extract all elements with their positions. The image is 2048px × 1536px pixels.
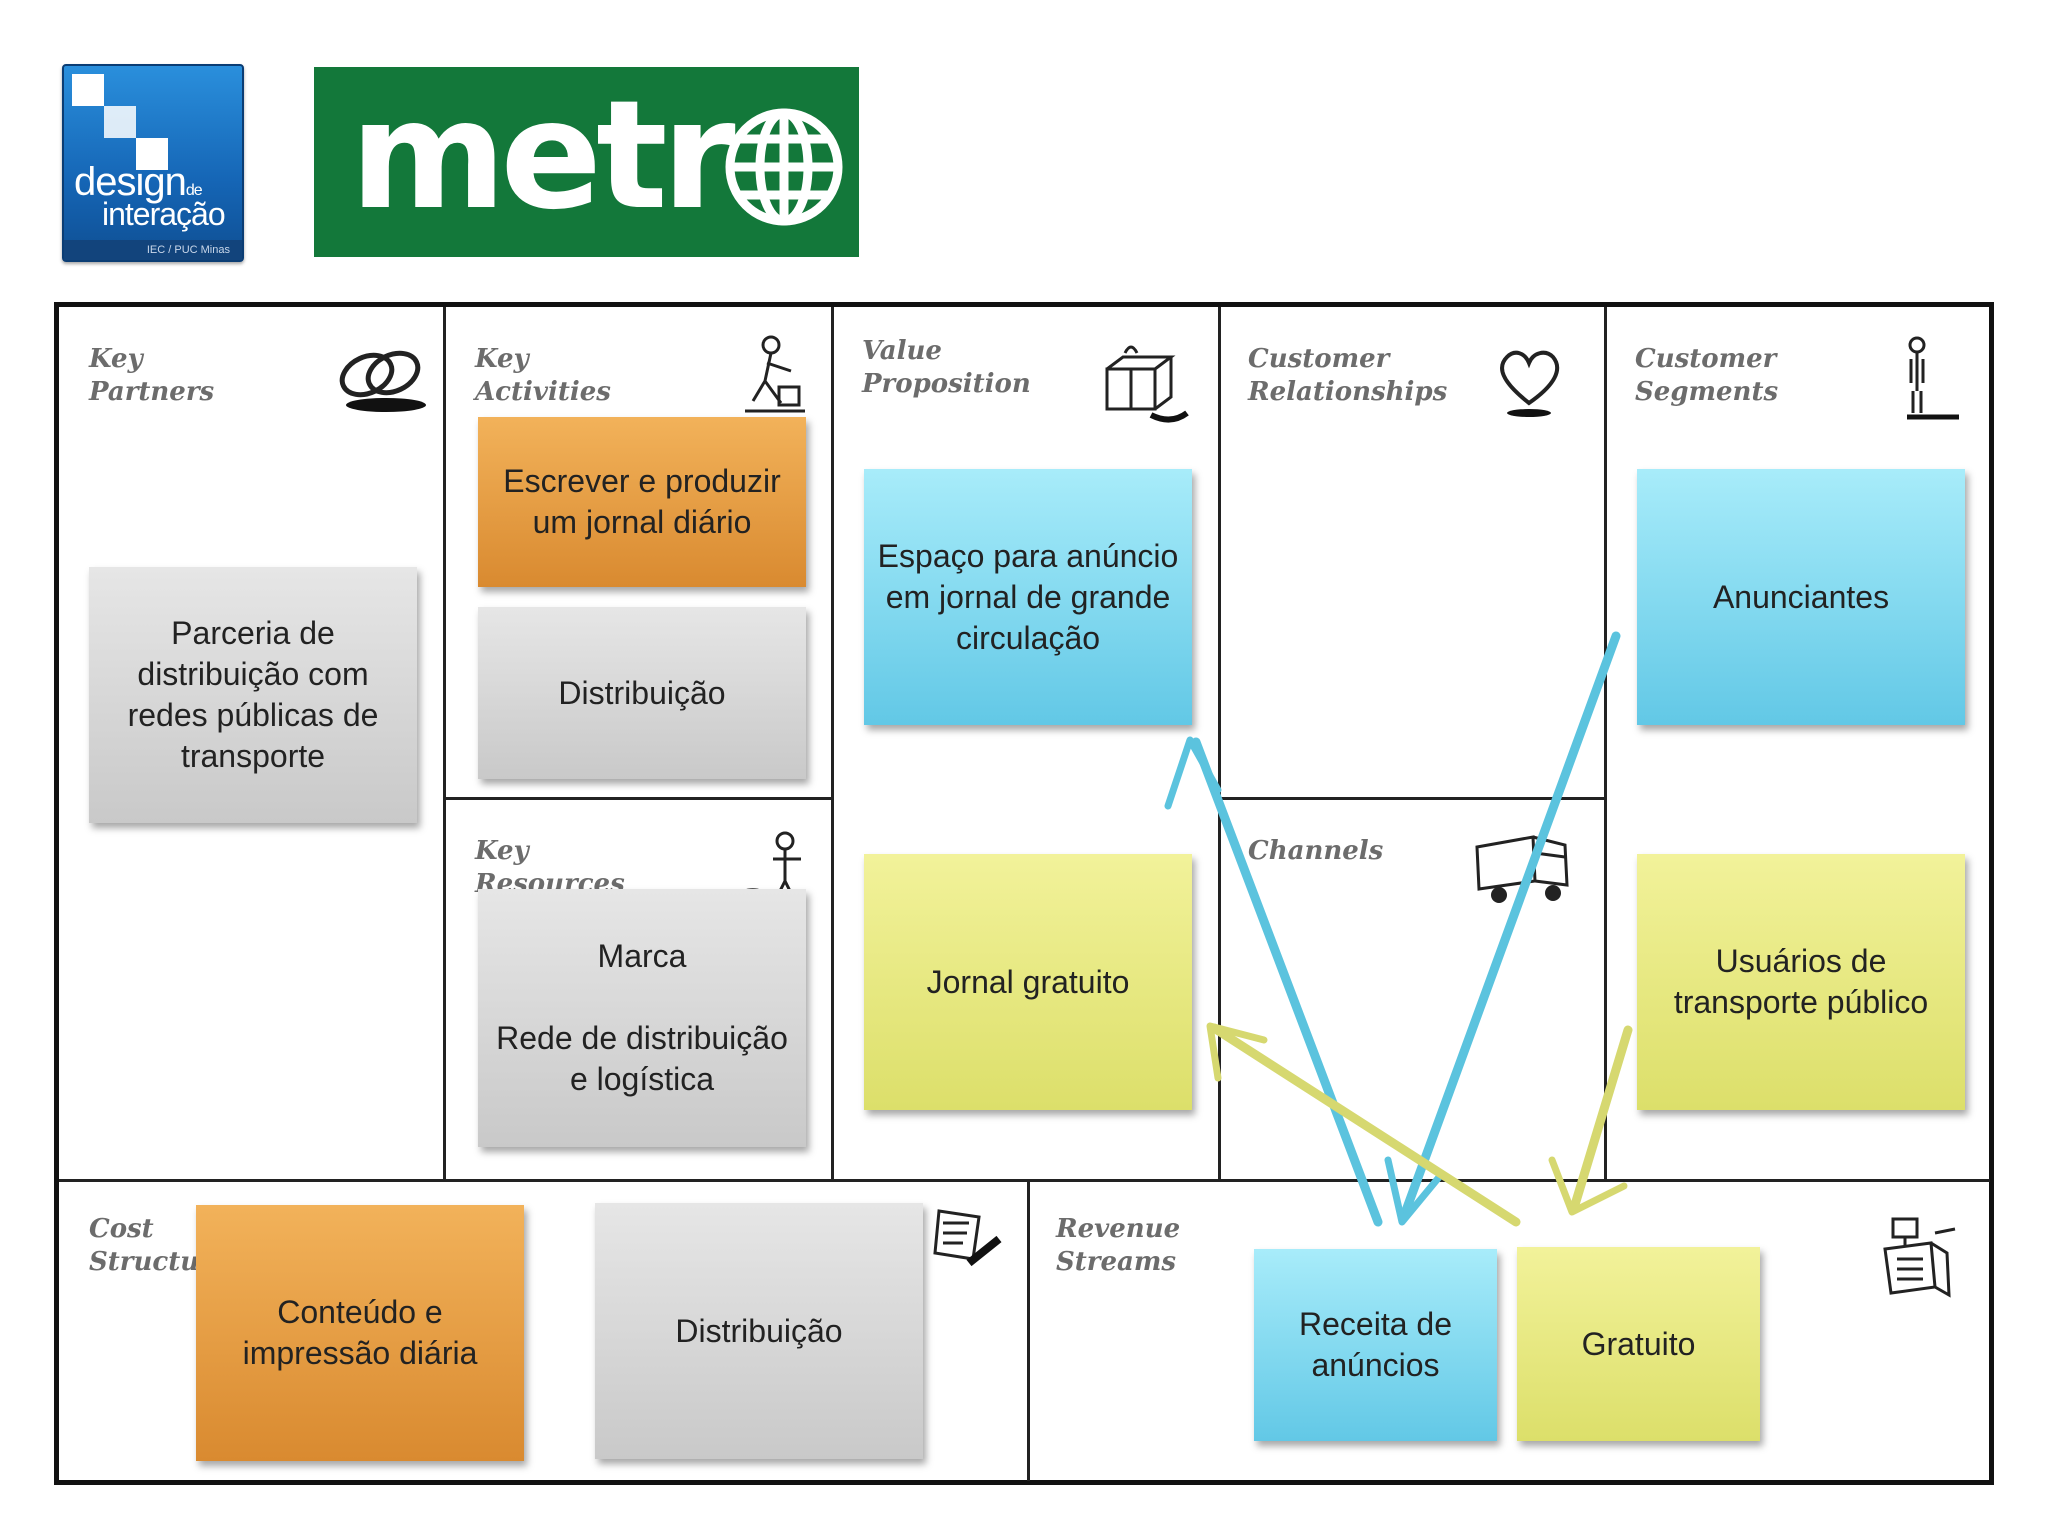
grid-line [59,1179,1990,1182]
note-cost-distribution: Distribuição [595,1203,923,1459]
logo-square [104,106,136,138]
chain-links-icon [339,350,426,412]
grid-line [1604,307,1607,1179]
note-key-activity-production: Escrever e produzir um jornal diário [478,417,806,587]
delivery-truck-icon [1475,835,1569,903]
heart-icon [1500,350,1559,417]
key-activities-label: Key Activities [475,344,611,407]
logo-design-text: designde [74,160,203,204]
note-key-partners: Parceria de distribuição com redes públi… [89,567,417,823]
logo-square [72,74,104,106]
grid-line [1218,307,1221,1179]
price-tags-icon [933,1209,1002,1267]
grid-line [1218,797,1607,800]
note-revenue-advertising: Receita de anúncios [1254,1249,1497,1441]
logo-square [136,138,168,170]
business-model-canvas: Key Partners Key Activities Key Resource… [54,302,1994,1485]
grid-line [831,307,834,1179]
revenue-streams-label: Revenue Streams [1056,1214,1181,1277]
cash-register-icon [1883,1217,1956,1298]
note-key-resources: Marca Rede de distribuição e logística [478,889,806,1147]
standing-person-icon [1907,336,1959,420]
customer-segments-label: Customer Segments [1635,344,1779,407]
globe-icon [725,108,843,226]
note-revenue-free: Gratuito [1517,1247,1760,1441]
worker-icon [745,335,805,413]
note-segment-advertisers: Anunciantes [1637,469,1965,725]
note-segment-transit-users: Usuários de transporte público [1637,854,1965,1110]
note-value-free-newspaper: Jornal gratuito [864,854,1192,1110]
grid-line [443,307,446,1179]
value-proposition-label: Value Proposition [862,336,1031,399]
note-cost-content-printing: Conteúdo e impressão diária [196,1205,524,1461]
gift-box-icon [1105,345,1189,423]
customer-relationships-label: Customer Relationships [1248,344,1448,407]
channels-label: Channels [1248,836,1384,866]
grid-line [443,797,833,800]
logo-interacao-text: interação [102,196,226,232]
grid-line [1027,1179,1030,1481]
logo-footer-text: IEC / PUC Minas [64,240,242,260]
design-de-interacao-logo: designde interação IEC / PUC Minas [62,64,244,262]
note-key-activity-distribution: Distribuição [478,607,806,779]
metro-logo: metr [314,67,859,257]
note-value-ad-space: Espaço para anúncio em jornal de grande … [864,469,1192,725]
key-partners-label: Key Partners [89,344,215,407]
metro-wordmark: metr [350,69,736,243]
